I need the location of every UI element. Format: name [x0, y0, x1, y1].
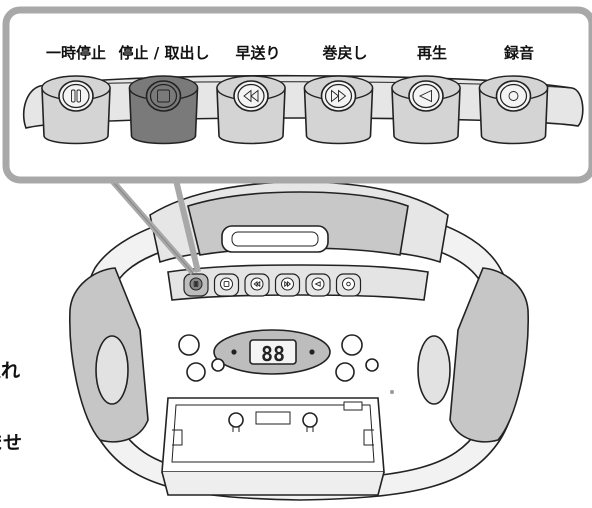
label-pause: 一時停止: [45, 44, 107, 62]
margin-text-line1-clip: 入れ: [0, 356, 20, 383]
right-knob-top: [341, 334, 363, 356]
device-buttons: [183, 273, 362, 297]
callout-button-fast-forward: [303, 75, 374, 145]
right-knob-small: [365, 358, 379, 372]
device-record-icon: [346, 281, 351, 287]
margin-text-line2-value: ませ: [0, 432, 22, 454]
device-fast-forward-icon: [284, 280, 292, 288]
callout-buttons: [41, 75, 549, 145]
callout-button-rewind: [216, 75, 286, 145]
left-knob-bottom: [186, 362, 206, 382]
play-icon: [418, 89, 432, 103]
display-readout: 88: [261, 342, 285, 366]
label-play: 再生: [416, 44, 448, 62]
label-record: 録音: [503, 44, 535, 62]
device-button-stop: [213, 273, 240, 297]
cd-lid-window: [221, 225, 329, 253]
callout-button-stop: [128, 75, 199, 145]
left-knob-top: [178, 334, 200, 356]
left-knob-small: [211, 358, 225, 372]
label-rewind: 巻戻し: [322, 44, 368, 62]
fast-forward-icon: [331, 89, 347, 103]
callout-button-play: [391, 75, 461, 145]
callout-leader: [105, 174, 201, 275]
device-button-fast-forward: [274, 273, 301, 297]
device-button-pause: [183, 273, 209, 297]
rewind-icon: [243, 89, 259, 103]
display-screen: [249, 339, 297, 365]
stop-icon: [157, 89, 170, 103]
pause-icon: [71, 89, 81, 103]
label-stop-eject: 停止 / 取出し: [118, 44, 210, 62]
device-stop-icon: [223, 281, 230, 287]
device-play-icon: [314, 281, 321, 287]
margin-text-line2: ませ: [0, 428, 22, 460]
margin-text-line1-value: 入れ: [0, 360, 20, 382]
callout-button-record: [478, 75, 549, 145]
right-speaker-cone: [417, 335, 451, 405]
device-rewind-icon: [253, 280, 261, 288]
left-speaker-cone: [95, 335, 129, 405]
label-fast-forward: 早送り: [235, 44, 281, 62]
device-pause-icon: [193, 281, 199, 287]
margin-text-line1: 入れ: [0, 356, 20, 388]
record-icon: [508, 91, 519, 101]
right-knob-bottom: [335, 362, 355, 382]
boombox: [69, 181, 529, 501]
device-button-record: [335, 273, 362, 297]
right-speaker: [449, 267, 529, 443]
device-button-play: [305, 273, 331, 297]
device-button-rewind: [244, 273, 270, 297]
margin-text-line2-clip: ませ: [0, 428, 22, 455]
callout-button-pause: [41, 75, 111, 145]
